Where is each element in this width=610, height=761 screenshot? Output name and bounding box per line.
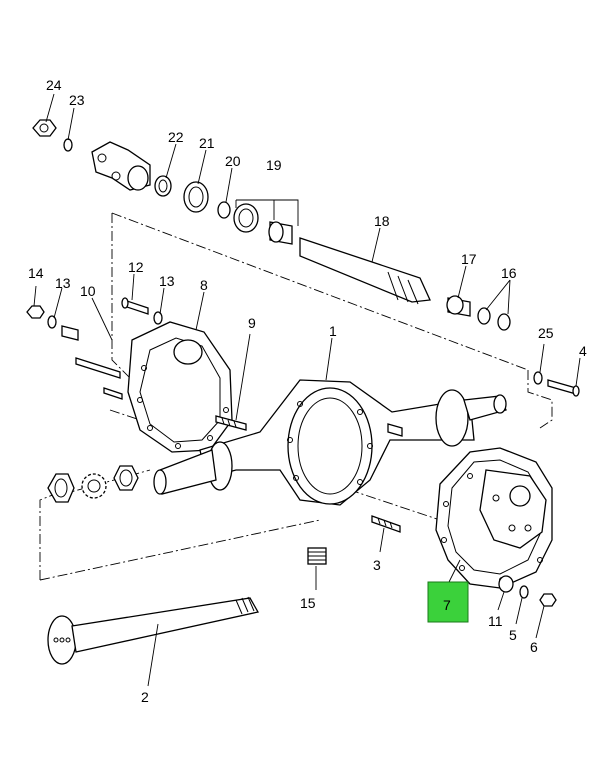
part-2-axle-shaft xyxy=(47,596,260,665)
part-13-washer-right xyxy=(153,311,163,325)
part-14-nut xyxy=(26,305,45,319)
lock-washer xyxy=(81,473,107,499)
callout-9[interactable]: 9 xyxy=(248,315,256,331)
callout-1[interactable]: 1 xyxy=(329,323,337,339)
callout-16[interactable]: 16 xyxy=(501,265,517,281)
yoke xyxy=(91,141,151,191)
part-4-bolt xyxy=(547,379,580,397)
part-25-washer xyxy=(533,371,543,385)
dowel-left xyxy=(61,325,79,341)
part-10-stud xyxy=(75,357,121,379)
callout-4[interactable]: 4 xyxy=(579,343,587,359)
part-3-stud xyxy=(371,515,401,533)
wheel-nut-inner xyxy=(113,465,139,491)
callout-17[interactable]: 17 xyxy=(461,251,477,267)
part-6-bolt xyxy=(539,593,557,607)
part-23-washer xyxy=(63,138,73,152)
callout-23[interactable]: 23 xyxy=(69,92,85,108)
part-21-seal xyxy=(183,181,209,213)
callout-8[interactable]: 8 xyxy=(200,277,208,293)
part-1-axle-housing xyxy=(199,379,475,506)
part-15-plug xyxy=(307,547,327,565)
left-spindle xyxy=(153,441,233,495)
part-17-bearing-cup xyxy=(446,295,471,317)
callout-14[interactable]: 14 xyxy=(28,265,44,281)
callout-15[interactable]: 15 xyxy=(300,595,316,611)
highlight-box-callout-7[interactable] xyxy=(427,581,469,623)
callout-6[interactable]: 6 xyxy=(530,639,538,655)
part-19-bearing xyxy=(233,203,293,245)
part-18-shaft xyxy=(299,237,431,305)
part-22-seal xyxy=(154,175,172,197)
callout-7[interactable]: 7 xyxy=(443,597,451,613)
right-spindle xyxy=(435,389,507,447)
callout-13-right[interactable]: 13 xyxy=(159,273,175,289)
callout-22[interactable]: 22 xyxy=(168,129,184,145)
callout-5[interactable]: 5 xyxy=(509,627,517,643)
part-7-differential-carrier xyxy=(435,447,553,589)
callout-24[interactable]: 24 xyxy=(46,77,62,93)
part-11-spacer xyxy=(498,575,514,593)
callout-20[interactable]: 20 xyxy=(225,153,241,169)
callout-11[interactable]: 11 xyxy=(488,613,503,629)
wheel-nut-outer xyxy=(47,473,75,503)
part-8-cover-flange xyxy=(127,321,233,453)
leader-lines xyxy=(33,93,581,687)
callout-12[interactable]: 12 xyxy=(128,259,144,275)
callout-10[interactable]: 10 xyxy=(80,283,96,299)
callout-25[interactable]: 25 xyxy=(538,325,554,341)
part-16-shims xyxy=(477,307,511,331)
callout-21[interactable]: 21 xyxy=(199,135,215,151)
callout-13-left[interactable]: 13 xyxy=(55,275,71,291)
part-12-bolt xyxy=(121,297,149,315)
part-24-nut xyxy=(32,119,57,137)
part-9-stud xyxy=(215,415,247,431)
callout-3[interactable]: 3 xyxy=(373,557,381,573)
callout-19[interactable]: 19 xyxy=(266,157,282,173)
callout-18[interactable]: 18 xyxy=(374,213,390,229)
small-stud xyxy=(103,387,123,400)
callouts: 24 23 22 21 20 19 18 17 16 14 13 10 12 1… xyxy=(28,77,587,705)
part-20-snap-ring xyxy=(217,201,231,219)
part-13-washer-left xyxy=(47,315,57,329)
part-5-washer xyxy=(519,585,529,599)
callout-2[interactable]: 2 xyxy=(141,689,149,705)
